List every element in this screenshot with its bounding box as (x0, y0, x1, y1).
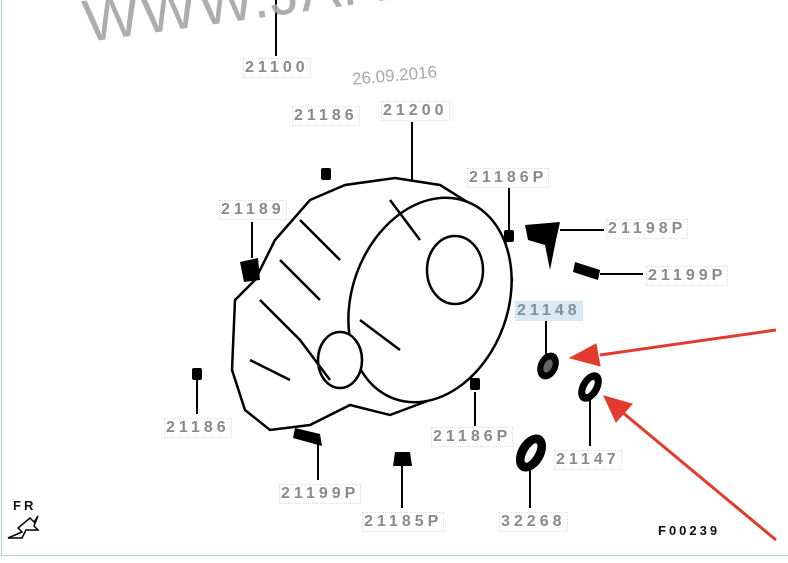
part-label-21185p[interactable]: 21185P (362, 512, 445, 532)
part-label-21186p-top[interactable]: 21186P (467, 168, 550, 188)
part-label-21199p-right[interactable]: 21199P (646, 266, 729, 286)
frame-border-bottom (1, 555, 788, 556)
front-arrow-icon (7, 515, 40, 539)
transmission-housing (230, 176, 514, 432)
part-21199p-right (573, 262, 600, 280)
part-21186-left (192, 368, 202, 380)
frame-border-left (1, 0, 2, 556)
part-21186-top (321, 168, 331, 180)
part-label-21199p-bottom[interactable]: 21199P (279, 484, 362, 504)
part-21185p (393, 452, 412, 466)
part-label-21147[interactable]: 21147 (554, 450, 622, 470)
seals (515, 352, 602, 472)
part-21186p-top (504, 230, 514, 242)
part-label-21189[interactable]: 21189 (219, 200, 287, 220)
part-21186p-bottom (470, 378, 480, 390)
front-direction-label: FR (13, 498, 37, 513)
part-label-21186-left[interactable]: 21186 (164, 418, 232, 438)
diagram-code: F00239 (658, 523, 721, 538)
part-21189 (240, 258, 260, 282)
part-label-21100[interactable]: 21100 (243, 58, 311, 78)
part-label-21186-top[interactable]: 21186 (292, 106, 360, 126)
part-label-21186p-bottom[interactable]: 21186P (431, 427, 514, 447)
part-label-21198p[interactable]: 21198P (606, 219, 689, 239)
part-21199p-bottom (293, 428, 322, 446)
red-arrow-21147 (621, 410, 777, 542)
part-21198p (525, 222, 560, 270)
part-label-21148[interactable]: 21148 (515, 301, 583, 321)
part-label-32268[interactable]: 32268 (499, 512, 568, 532)
red-arrow-21148 (599, 328, 777, 357)
part-label-21200[interactable]: 21200 (381, 101, 450, 121)
